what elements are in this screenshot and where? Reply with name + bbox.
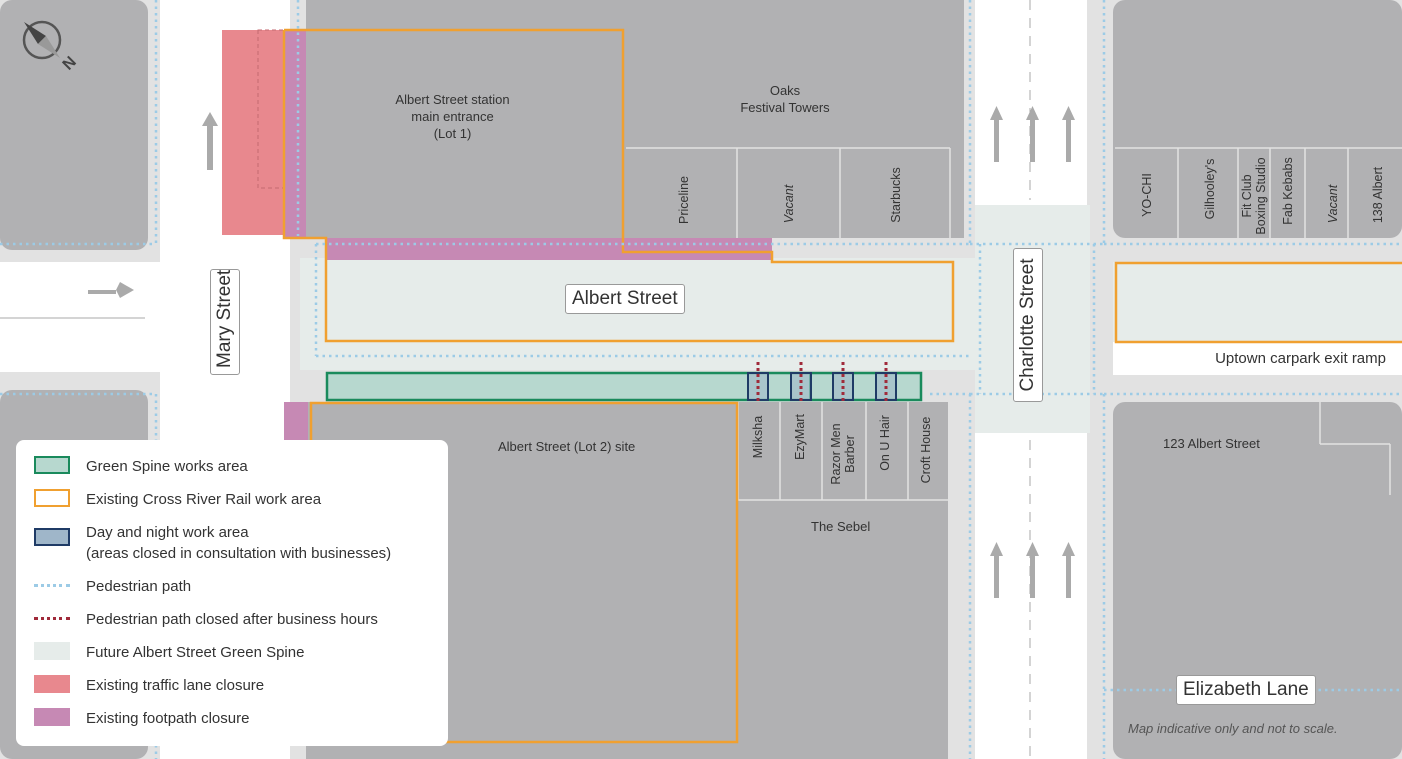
fit-club-line2: Boxing Studio <box>1254 157 1268 235</box>
arrow-up-icon <box>1062 542 1075 598</box>
arrow-up-icon <box>202 112 218 170</box>
oaks-line2: Festival Towers <box>740 100 830 115</box>
scale-note: Map indicative only and not to scale. <box>1128 721 1338 736</box>
crossriver-work-area-lot1 <box>282 28 955 343</box>
future-green-spine-area <box>300 258 975 370</box>
shop-starbucks: Starbucks <box>889 167 903 223</box>
legend-swatch-daynight <box>34 528 70 546</box>
arrow-up-icon <box>990 106 1003 162</box>
shop-fit-club: Fit Club Boxing Studio <box>1240 146 1268 246</box>
albert-station-line2: main entrance <box>411 109 494 124</box>
shop-razor-men: Razor Men Barber <box>829 404 857 504</box>
legend-item-ped-closed: Pedestrian path closed after business ho… <box>34 609 378 630</box>
lane-markings <box>0 0 1031 759</box>
oaks-label: Oaks Festival Towers <box>725 82 845 116</box>
legend-label-block: Day and night work area (areas closed in… <box>86 522 391 564</box>
crossriver-work-area-east <box>1114 261 1402 344</box>
arrow-up-icon <box>1026 542 1039 598</box>
legend-swatch-future <box>34 642 70 660</box>
block-ne <box>1113 0 1402 238</box>
footpath-closure-mary-south <box>284 402 308 440</box>
uptown-label: Uptown carpark exit ramp <box>1122 345 1394 373</box>
legend-item-crossriver: Existing Cross River Rail work area <box>34 489 321 510</box>
albert-station-line3: (Lot 1) <box>433 126 472 141</box>
footpath-closure-albert-north <box>326 238 772 260</box>
albert123-label: 123 Albert Street <box>1163 436 1260 451</box>
shop-fab-kebabs: Fab Kebabs <box>1281 157 1295 225</box>
legend-swatch-footpath <box>34 708 70 726</box>
arrow-up-icon <box>990 542 1003 598</box>
oaks-line1: Oaks <box>769 83 801 98</box>
legend-swatch-orange <box>34 489 70 507</box>
legend-label: Existing Cross River Rail work area <box>86 491 322 508</box>
legend-item-green-spine: Green Spine works area <box>34 456 248 477</box>
future-green-spine-east <box>1113 262 1402 342</box>
legend-swatch-traffic <box>34 675 70 693</box>
legend-item-future-spine: Future Albert Street Green Spine <box>34 642 304 663</box>
footpath-closure-mary-north <box>284 30 306 238</box>
legend-label: Green Spine works area <box>86 458 248 475</box>
shop-ezymart: EzyMart <box>793 414 807 460</box>
block-se <box>1113 402 1402 759</box>
shop-priceline: Priceline <box>677 176 691 224</box>
arrow-up-icon <box>1026 106 1039 162</box>
street-label-charlotte: Charlotte Street <box>1013 248 1043 402</box>
shop-gilhooleys: Gilhooley's <box>1203 158 1217 220</box>
legend: Green Spine works area Existing Cross Ri… <box>16 440 448 746</box>
shop-yo-chi: YO-CHI <box>1140 173 1154 217</box>
legend-label: Existing footpath closure <box>86 710 250 727</box>
shop-vacant-east: Vacant <box>1326 184 1340 224</box>
razor-line1: Razor Men <box>829 423 843 485</box>
legend-swatch-pedclosed <box>34 609 70 627</box>
legend-label-sub: (areas closed in consultation with busin… <box>86 545 392 562</box>
albert123-dividers <box>1319 402 1391 495</box>
east-shop-dividers <box>1115 147 1402 238</box>
street-label-mary: Mary Street <box>210 269 240 375</box>
traffic-lane-closure <box>222 30 284 235</box>
shop-croft-house: Croft House <box>919 416 933 484</box>
mary-street-west-road <box>0 262 160 372</box>
svg-text:N: N <box>60 53 80 73</box>
block-north <box>306 0 964 238</box>
traffic-arrows <box>88 106 1075 598</box>
legend-item-traffic: Existing traffic lane closure <box>34 675 264 696</box>
street-label-elizabeth: Elizabeth Lane <box>1176 675 1316 705</box>
lot2-label: Albert Street (Lot 2) site <box>498 439 636 454</box>
shop-vacant-north: Vacant <box>782 184 796 224</box>
legend-label: Existing traffic lane closure <box>86 677 265 694</box>
legend-item-day-night: Day and night work area (areas closed in… <box>34 522 391 564</box>
legend-swatch-ped <box>34 576 70 594</box>
shop-138-albert: 138 Albert <box>1371 166 1385 224</box>
legend-swatch-green <box>34 456 70 474</box>
legend-label: Pedestrian path <box>86 578 192 595</box>
compass-north-icon: N <box>22 20 80 74</box>
legend-label: Pedestrian path closed after business ho… <box>86 611 378 628</box>
shop-milksha: Milksha <box>751 415 765 459</box>
legend-item-footpath: Existing footpath closure <box>34 708 249 729</box>
legend-label: Day and night work area <box>86 524 249 541</box>
sebel-label: The Sebel <box>811 519 871 534</box>
street-label-albert: Albert Street <box>565 284 685 314</box>
north-shop-dividers <box>626 147 951 238</box>
legend-label: Future Albert Street Green Spine <box>86 644 305 661</box>
ped-path-closed-lines <box>756 362 888 402</box>
albert-station-label: Albert Street station main entrance (Lot… <box>380 91 525 142</box>
arrow-up-icon <box>1062 106 1075 162</box>
arrow-turn-icon <box>88 282 134 298</box>
razor-line2: Barber <box>843 435 857 473</box>
legend-item-ped-path: Pedestrian path <box>34 576 191 597</box>
albert-station-line1: Albert Street station <box>395 92 510 107</box>
shop-on-u-hair: On U Hair <box>878 415 892 471</box>
fit-club-line1: Fit Club <box>1240 174 1254 218</box>
block-nw <box>0 0 148 250</box>
green-spine-works-area <box>325 371 923 402</box>
